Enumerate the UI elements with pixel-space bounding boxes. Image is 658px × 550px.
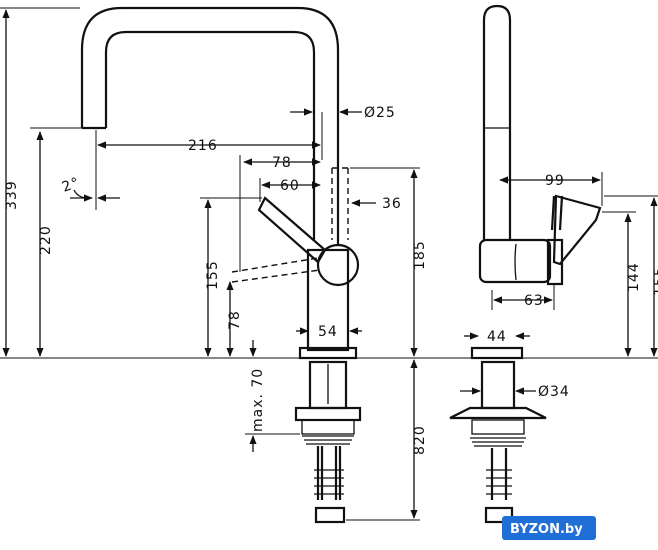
front-dashed-body (331, 167, 349, 240)
dim-60: 60 (280, 178, 300, 194)
watermark: BYZON.by (502, 516, 596, 540)
watermark-text: BYZON.by (510, 522, 583, 537)
dim-185: 185 (412, 240, 428, 270)
dim-78-top: 78 (272, 155, 292, 171)
front-body (306, 248, 350, 352)
dim-44: 44 (487, 329, 507, 345)
front-hoses (316, 446, 342, 500)
side-body (478, 238, 552, 284)
dim-max-70: max. 70 (250, 368, 266, 432)
front-base-ring (298, 346, 358, 360)
side-base-ring (470, 346, 524, 360)
front-lever-alt (231, 257, 321, 283)
side-lever (550, 195, 564, 231)
side-nut (449, 406, 547, 420)
dim-216: 216 (188, 138, 218, 154)
dim-820: 820 (412, 425, 428, 455)
front-spout-outline (80, 6, 340, 245)
dim-diameter-34: Ø34 (538, 384, 570, 400)
dim-155-front: 155 (205, 260, 221, 290)
dim-63: 63 (524, 293, 544, 309)
front-knob (316, 243, 360, 287)
dim-78-lower: 78 (227, 310, 243, 330)
side-dimensions: 99 63 144 155 44 Ø34 (460, 172, 658, 400)
dim-220: 220 (38, 225, 54, 255)
front-spout-inner (104, 30, 316, 240)
front-thread (302, 435, 354, 445)
dim-155-side: 155 (652, 266, 658, 296)
side-hoses (490, 448, 508, 500)
dim-99: 99 (545, 173, 565, 189)
front-view (80, 6, 362, 524)
side-spout (482, 4, 512, 240)
dim-144: 144 (626, 262, 642, 292)
dim-angle: 2° (60, 175, 82, 196)
dim-diameter-25: Ø25 (364, 105, 396, 121)
side-shank (480, 360, 516, 410)
dim-339: 339 (4, 180, 20, 210)
front-nut (294, 406, 362, 422)
dim-54: 54 (318, 324, 338, 340)
side-view (449, 4, 602, 524)
dim-36: 36 (382, 196, 402, 212)
front-dimensions: 339 220 216 Ø25 78 60 36 155 78 18 (0, 7, 428, 521)
